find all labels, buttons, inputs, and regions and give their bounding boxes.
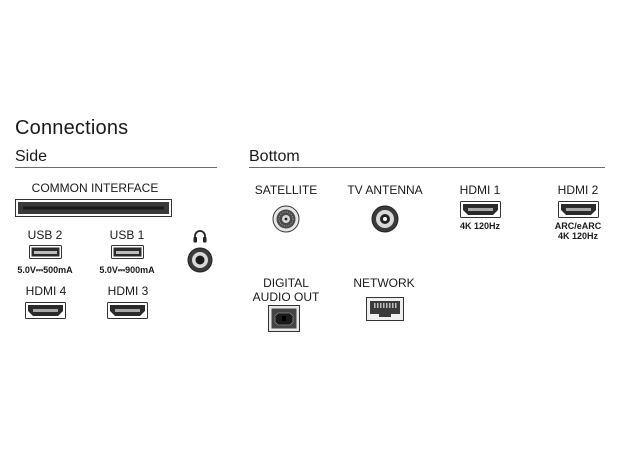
hdmi1-port-icon [460, 201, 501, 218]
side-heading: Side [15, 148, 48, 165]
network-label: NETWORK [353, 276, 415, 290]
usb2-port-icon [29, 245, 62, 259]
usb1-rating: 5.0V⎓900mA [99, 265, 155, 275]
page-title: Connections [15, 117, 129, 139]
hdmi1-note: 4K 120Hz [459, 221, 501, 231]
digital-audio-out-label-line2: AUDIO OUT [252, 290, 320, 304]
satellite-label: SATELLITE [254, 183, 318, 197]
hdmi4-port-icon [25, 302, 66, 319]
satellite-connector-icon [272, 205, 300, 233]
hdmi1-label: HDMI 1 [459, 183, 501, 197]
hdmi3-label: HDMI 3 [107, 284, 149, 298]
usb2-rating: 5.0V⎓500mA [17, 265, 73, 275]
side-divider [15, 167, 217, 168]
digital-audio-out-label-line1: DIGITAL [263, 276, 309, 290]
bottom-heading: Bottom [249, 148, 300, 165]
hdmi3-port-icon [107, 302, 148, 319]
common-interface-label: COMMON INTERFACE [31, 181, 159, 195]
usb1-port-icon [111, 245, 144, 259]
tv-antenna-connector-icon [371, 205, 399, 233]
hdmi4-label: HDMI 4 [25, 284, 67, 298]
optical-audio-port-icon [268, 305, 300, 332]
hdmi2-port-icon [558, 201, 599, 218]
tv-antenna-label: TV ANTENNA [347, 183, 423, 197]
network-ethernet-port-icon [366, 297, 404, 321]
common-interface-slot-icon [15, 199, 172, 217]
usb1-label: USB 1 [109, 228, 145, 242]
usb2-label: USB 2 [27, 228, 63, 242]
bottom-divider [249, 167, 605, 168]
hdmi2-label: HDMI 2 [557, 183, 599, 197]
headphone-icon [192, 228, 208, 244]
hdmi2-note-arc: ARC/eARC [554, 221, 602, 231]
headphone-jack-icon [187, 247, 213, 273]
hdmi2-note-resolution: 4K 120Hz [557, 231, 599, 241]
